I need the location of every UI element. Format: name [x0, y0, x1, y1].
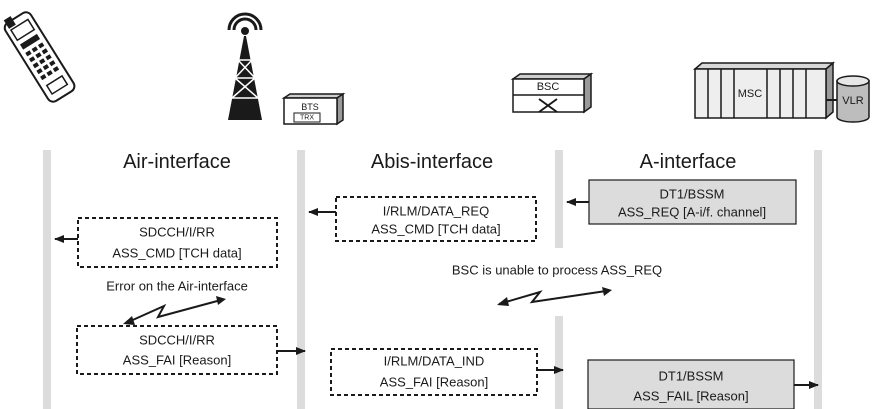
trx-label: TRX [300, 115, 314, 122]
abis-interface-header: Abis-interface [371, 151, 493, 173]
lifeline-ms [43, 150, 51, 409]
msg-line1: I/RLM/DATA_REQ [383, 204, 489, 219]
msg-line1: SDCCH/I/RR [139, 333, 215, 348]
a-interface-header: A-interface [640, 151, 737, 173]
msg-line2: ASS_FAI [Reason] [123, 353, 231, 368]
bsc-icon: BSC [510, 72, 594, 114]
air-interface-header: Air-interface [123, 151, 231, 173]
note-bsc-unable: BSC is unable to process ASS_REQ [452, 263, 662, 278]
msg-line1: DT1/BSSM [658, 369, 723, 384]
lifeline-bts [297, 150, 305, 409]
failure-lightning-air [123, 296, 226, 325]
msg-sdcch-ass-fai: SDCCH/I/RR ASS_FAI [Reason] [76, 325, 306, 375]
vlr-label: VLR [842, 95, 863, 107]
msg-rlm-data-ind: I/RLM/DATA_IND ASS_FAI [Reason] [330, 348, 564, 396]
bsc-label: BSC [537, 81, 560, 93]
vlr-database-icon: VLR [826, 75, 870, 123]
msc-label: MSC [738, 88, 763, 100]
msg-line2: ASS_FAI [Reason] [380, 375, 488, 390]
lifelines [43, 150, 822, 409]
msg-line1: I/RLM/DATA_IND [384, 354, 485, 369]
msg-sdcch-ass-cmd: SDCCH/I/RR ASS_CMD [TCH data] [54, 217, 278, 268]
msg-line2: ASS_CMD [TCH data] [371, 222, 500, 237]
msg-rlm-data-req: I/RLM/DATA_REQ ASS_CMD [TCH data] [308, 196, 537, 242]
msg-line1: DT1/BSSM [659, 187, 724, 202]
bts-box: BTS TRX [281, 92, 346, 126]
msg-line1: SDCCH/I/RR [139, 225, 215, 240]
msg-line2: ASS_REQ [A-i/f. channel] [618, 205, 766, 220]
lifeline-bsc-lower [555, 316, 563, 409]
note-air-error: Error on the Air-interface [106, 279, 248, 294]
lifeline-bsc-upper [555, 150, 563, 248]
bts-label: BTS [301, 102, 319, 112]
msc-icon: MSC [692, 61, 836, 120]
failure-lightning-bsc [497, 287, 612, 306]
msg-line2: ASS_CMD [TCH data] [112, 246, 241, 261]
mobile-phone-icon [3, 11, 76, 103]
bts-tower-icon [227, 12, 263, 120]
msg-line2: ASS_FAIL [Reason] [633, 389, 748, 404]
lifeline-msc [814, 150, 822, 409]
msg-dt1-bssm-ass-fail: DT1/BSSM ASS_FAIL [Reason] [587, 359, 819, 409]
msg-dt1-bssm-ass-req: DT1/BSSM ASS_REQ [A-i/f. channel] [566, 179, 797, 225]
